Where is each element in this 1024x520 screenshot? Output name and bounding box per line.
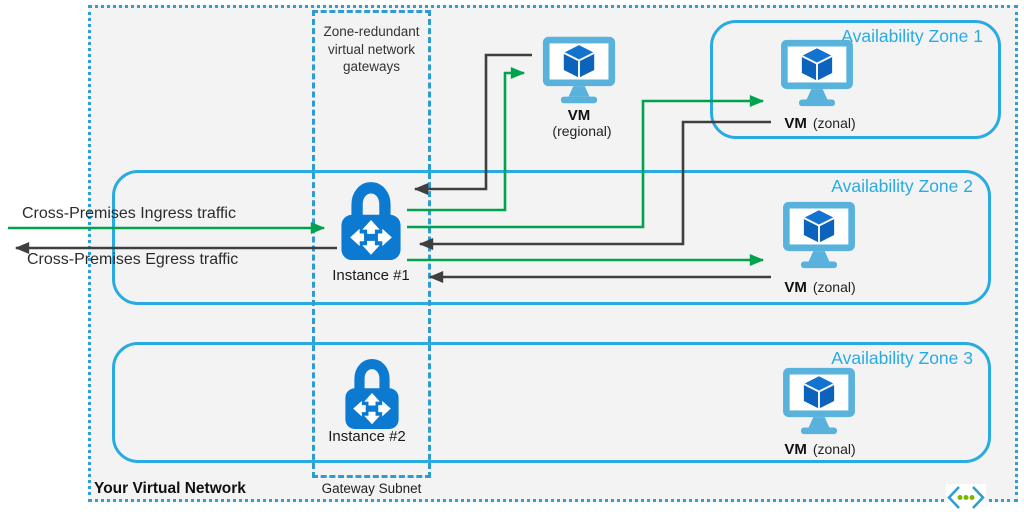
gateway-instance-2-lock-icon xyxy=(337,357,407,429)
egress-traffic-label: Cross-Premises Egress traffic xyxy=(27,251,239,268)
availability-zone-3-box: Availability Zone 3 xyxy=(112,342,991,463)
ingress-traffic-label: Cross-Premises Ingress traffic xyxy=(22,205,236,222)
zone1-vm-qualifier: (zonal) xyxy=(812,115,856,131)
zone1-vm-caption: VM (zonal) xyxy=(740,115,900,133)
zone1-vm-icon xyxy=(779,38,855,108)
zone3-vm-icon xyxy=(781,366,857,436)
zone1-vm-name: VM xyxy=(784,115,807,132)
instance-1-label: Instance #1 xyxy=(332,267,410,284)
instance-2-label: Instance #2 xyxy=(328,428,406,445)
zone2-vm-caption: VM (zonal) xyxy=(740,279,900,297)
availability-zone-1-box: Availability Zone 1 xyxy=(710,20,1001,139)
virtual-network-label: Your Virtual Network xyxy=(94,480,246,497)
availability-zone-1-label: Availability Zone 1 xyxy=(841,26,983,46)
zone3-vm-name: VM xyxy=(784,441,807,458)
virtual-network-boundary xyxy=(88,5,1018,502)
regional-vm-qualifier-text: (regional) xyxy=(552,123,612,139)
availability-zone-2-label: Availability Zone 2 xyxy=(831,176,973,196)
zone3-vm-qualifier: (zonal) xyxy=(812,441,856,457)
availability-zone-3-label: Availability Zone 3 xyxy=(831,348,973,368)
zone2-vm-name: VM xyxy=(784,279,807,296)
zone3-vm-caption: VM (zonal) xyxy=(740,441,900,459)
zone2-vm-qualifier: (zonal) xyxy=(812,279,856,295)
gateway-subnet-title: Zone-redundant virtual network gateways xyxy=(323,24,420,75)
zone2-vm-icon xyxy=(781,200,857,270)
gateway-subnet-label: Gateway Subnet xyxy=(321,481,422,496)
gateway-instance-1-lock-icon xyxy=(335,180,407,260)
virtual-network-icon xyxy=(946,484,986,511)
regional-vm-qualifier: (regional) xyxy=(499,123,659,141)
regional-vm-name-text: VM xyxy=(567,107,591,124)
regional-vm-icon xyxy=(541,34,617,106)
